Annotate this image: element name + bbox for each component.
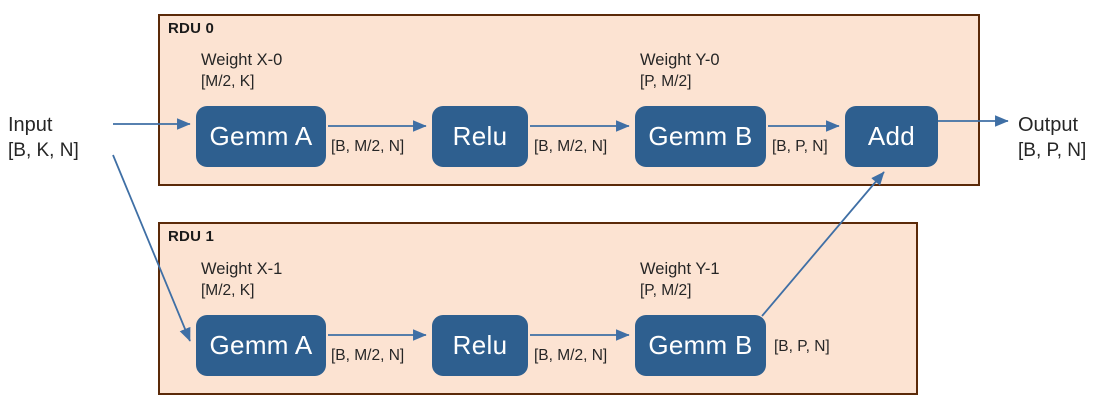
edge-label-rdu0-gemm-b-out: [B, P, N] [772, 138, 828, 155]
op-box-rdu1-gemm-b[interactable]: Gemm B [635, 315, 766, 376]
input-label: Input [B, K, N] [8, 112, 79, 164]
weight-label-x1: Weight X-1 [M/2, K] [201, 259, 282, 301]
edge-label-rdu1-gemm-b-out: [B, P, N] [774, 338, 830, 355]
weight-label-x0-shape: [M/2, K] [201, 73, 255, 90]
output-label-name: Output [1018, 114, 1079, 136]
weight-label-y1: Weight Y-1 [P, M/2] [640, 259, 720, 301]
weight-label-x1-shape: [M/2, K] [201, 282, 255, 299]
edge-label-rdu1-gemm-a-out: [B, M/2, N] [331, 347, 405, 364]
op-box-rdu0-add[interactable]: Add [845, 106, 938, 167]
op-box-rdu0-gemm-b[interactable]: Gemm B [635, 106, 766, 167]
op-box-rdu0-gemm-a[interactable]: Gemm A [196, 106, 326, 167]
op-box-rdu1-relu[interactable]: Relu [432, 315, 528, 376]
weight-label-x1-name: Weight X-1 [201, 260, 283, 278]
op-box-rdu1-gemm-a[interactable]: Gemm A [196, 315, 326, 376]
weight-label-x0: Weight X-0 [M/2, K] [201, 50, 282, 92]
edge-label-rdu0-gemm-a-out: [B, M/2, N] [331, 138, 405, 155]
output-label-shape: [B, P, N] [1018, 140, 1087, 161]
weight-label-y1-shape: [P, M/2] [640, 282, 692, 299]
op-box-rdu0-relu[interactable]: Relu [432, 106, 528, 167]
output-label: Output [B, P, N] [1018, 112, 1086, 164]
input-label-name: Input [8, 114, 53, 136]
weight-label-x0-name: Weight X-0 [201, 51, 283, 69]
edge-label-rdu0-relu-out: [B, M/2, N] [534, 138, 608, 155]
weight-label-y0-name: Weight Y-0 [640, 51, 720, 69]
weight-label-y0-shape: [P, M/2] [640, 73, 692, 90]
rdu-group-0-title: RDU 0 [168, 20, 215, 37]
edge-label-rdu1-relu-out: [B, M/2, N] [534, 347, 608, 364]
rdu-group-1-title: RDU 1 [168, 228, 215, 245]
weight-label-y0: Weight Y-0 [P, M/2] [640, 50, 720, 92]
input-label-shape: [B, K, N] [8, 140, 79, 161]
weight-label-y1-name: Weight Y-1 [640, 260, 720, 278]
